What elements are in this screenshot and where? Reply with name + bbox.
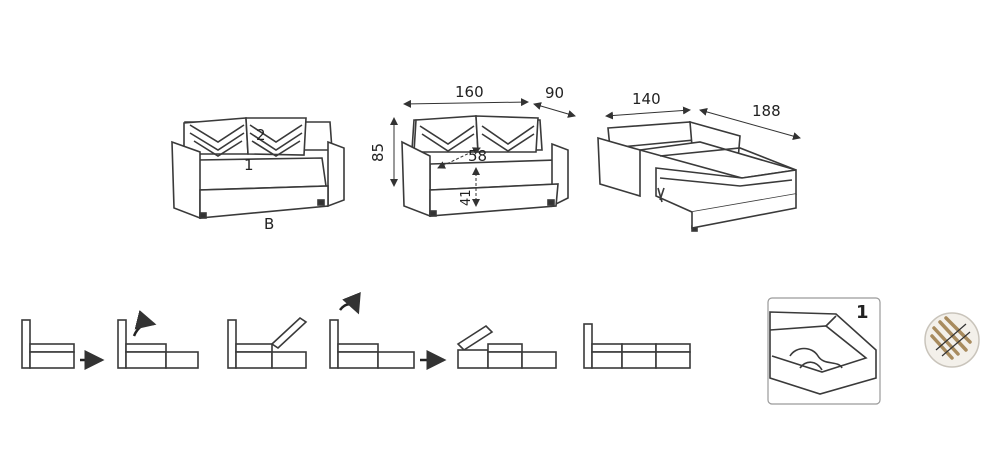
cushion-number-1: 1 xyxy=(244,156,254,174)
height-label: 85 xyxy=(369,143,387,162)
storage-number: 1 xyxy=(856,302,869,323)
width-dimension-line xyxy=(403,98,529,108)
bed-width-label: 140 xyxy=(632,90,661,108)
step-1 xyxy=(21,319,75,369)
variant-label-b: B xyxy=(264,215,274,233)
seat-depth-dimension-line xyxy=(437,147,481,169)
bed-length-dimension-line xyxy=(699,108,801,140)
back-cushion-left xyxy=(183,117,249,157)
sofa-bed-open-view xyxy=(597,120,797,232)
step-2 xyxy=(117,310,199,369)
seat-height-label: 41 xyxy=(459,189,474,206)
back-cushion-left xyxy=(413,115,479,153)
width-label: 160 xyxy=(455,83,484,101)
step-5 xyxy=(456,324,557,369)
back-cushion-right xyxy=(475,115,539,153)
bed-dimension-lines xyxy=(605,106,801,140)
sofa-dimension-view xyxy=(401,115,569,218)
step-3 xyxy=(227,316,308,369)
depth-label: 90 xyxy=(545,84,564,102)
seat-depth-label: 58 xyxy=(468,147,487,165)
cushion-number-2: 2 xyxy=(256,126,266,144)
storage-detail-box: 1 xyxy=(767,297,881,405)
back-cushion-right xyxy=(245,117,307,157)
depth-dimension-line xyxy=(533,102,576,118)
step-4 xyxy=(329,292,415,369)
folding-steps xyxy=(21,292,691,370)
sofa-front-view xyxy=(171,117,345,220)
bed-length-label: 188 xyxy=(752,102,781,120)
bed-slats-icon xyxy=(924,312,980,368)
bed-width-dimension-line xyxy=(605,106,691,120)
step-6 xyxy=(583,323,691,369)
dimension-lines xyxy=(390,98,576,207)
